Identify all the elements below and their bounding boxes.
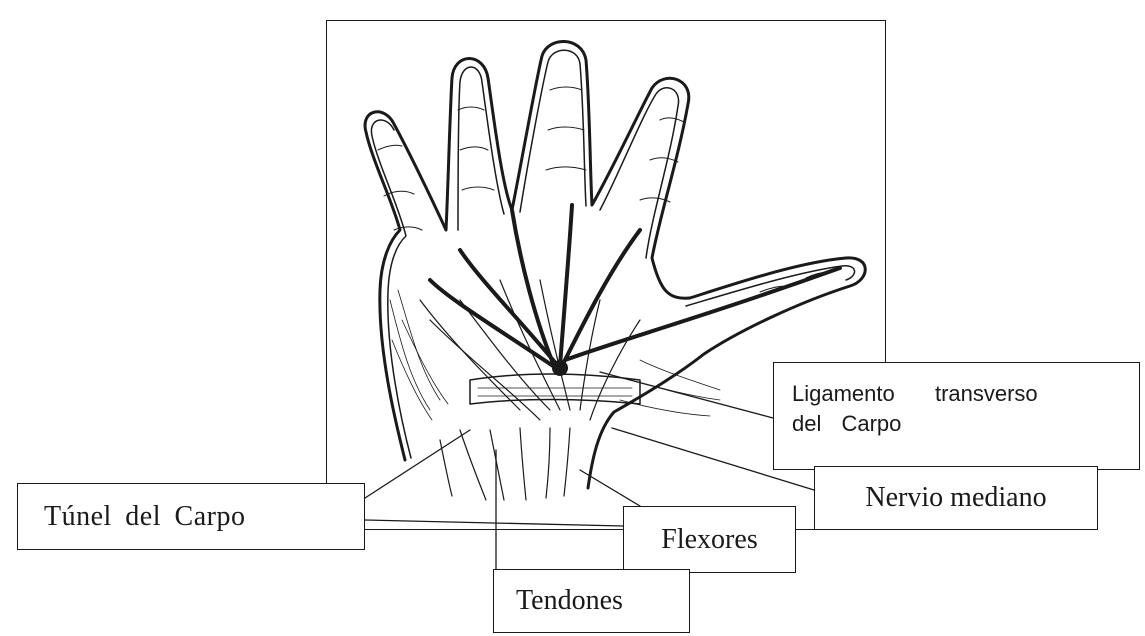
finger-creases: [378, 87, 830, 292]
flexor-tendons: [420, 280, 640, 500]
label-tunel-del-carpo: Túnel del Carpo: [17, 483, 365, 550]
label-flexores: Flexores: [623, 506, 796, 573]
label-ligamento-transverso: Ligamento transverso del Carpo: [773, 362, 1140, 470]
label-nervio-text: Nervio mediano: [865, 482, 1046, 514]
label-tendones-text: Tendones: [516, 585, 623, 617]
label-nervio-mediano: Nervio mediano: [814, 466, 1098, 530]
label-tunel-text: Túnel del Carpo: [44, 501, 245, 533]
transverse-ligament: [470, 374, 640, 404]
label-ligamento-text: Ligamento transverso del Carpo: [792, 379, 1038, 439]
label-tendones: Tendones: [493, 569, 690, 633]
label-flexores-text: Flexores: [661, 524, 757, 556]
